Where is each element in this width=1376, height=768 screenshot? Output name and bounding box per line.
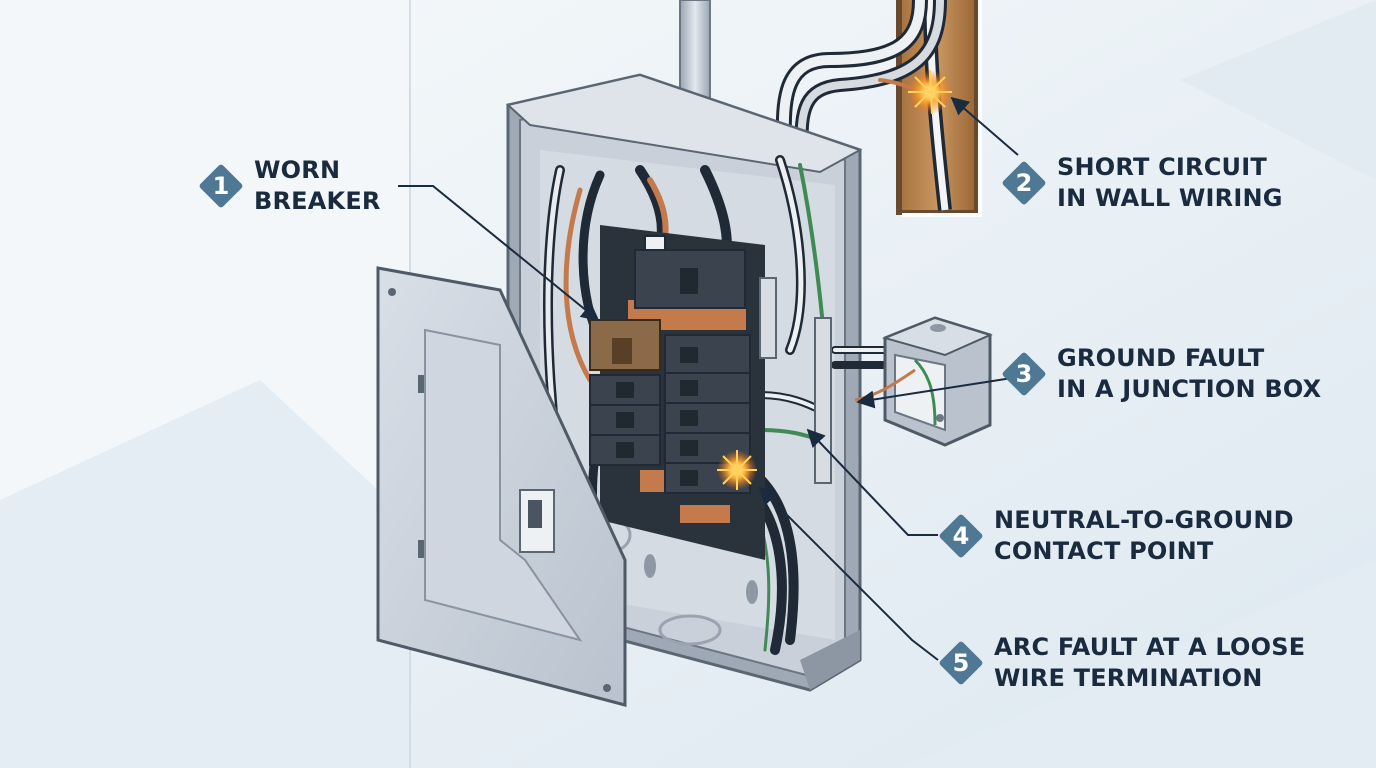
number-badge: 1 — [198, 163, 244, 209]
callout-label-line: IN WALL WIRING — [1057, 184, 1283, 212]
callout-label: ARC FAULT AT A LOOSE WIRE TERMINATION — [994, 632, 1305, 694]
callout-neutral-ground: 4 NEUTRAL-TO-GROUND CONTACT POINT — [938, 505, 1294, 567]
callout-short-circuit: 2 SHORT CIRCUIT IN WALL WIRING — [1001, 152, 1283, 214]
number-badge: 2 — [1001, 160, 1047, 206]
left-breaker-stack — [589, 319, 661, 466]
number-badge: 4 — [938, 513, 984, 559]
number-badge: 5 — [938, 640, 984, 686]
callout-number: 5 — [952, 649, 970, 677]
callout-label: GROUND FAULT IN A JUNCTION BOX — [1057, 343, 1321, 405]
callout-label-line: SHORT CIRCUIT — [1057, 153, 1267, 181]
callout-number: 4 — [952, 522, 970, 550]
callout-worn-breaker: 1 WORN BREAKER — [198, 155, 381, 217]
arc-spark — [717, 450, 757, 490]
callout-label-line: WORN — [254, 156, 341, 184]
leader-line-1 — [398, 185, 600, 322]
wall-spark — [908, 69, 952, 115]
callout-label-line: NEUTRAL-TO-GROUND — [994, 506, 1294, 534]
leader-line-4 — [806, 428, 938, 536]
leader-line-2 — [950, 96, 1019, 156]
background-facet — [0, 380, 410, 768]
callout-label-line: IN A JUNCTION BOX — [1057, 375, 1322, 403]
callout-label-line: GROUND FAULT — [1057, 344, 1265, 372]
background-facet — [900, 560, 1376, 768]
number-badge: 3 — [1001, 351, 1047, 397]
callout-label: WORN BREAKER — [254, 155, 381, 217]
callout-label: SHORT CIRCUIT IN WALL WIRING — [1057, 152, 1283, 214]
callout-ground-fault: 3 GROUND FAULT IN A JUNCTION BOX — [1001, 343, 1321, 405]
callout-label-line: WIRE TERMINATION — [994, 664, 1263, 692]
leader-lines — [398, 96, 1019, 661]
callout-number: 1 — [212, 172, 230, 200]
callout-label-line: ARC FAULT AT A LOOSE — [994, 633, 1306, 661]
panel-door — [376, 266, 627, 707]
callout-number: 3 — [1015, 360, 1033, 388]
wall-cables — [775, 0, 947, 158]
callout-arc-fault: 5 ARC FAULT AT A LOOSE WIRE TERMINATION — [938, 632, 1305, 694]
callout-label: NEUTRAL-TO-GROUND CONTACT POINT — [994, 505, 1294, 567]
callout-number: 2 — [1015, 169, 1033, 197]
background-facet — [1180, 0, 1376, 180]
callout-label-line: BREAKER — [254, 187, 381, 215]
leader-line-3 — [856, 377, 1013, 409]
leader-line-5 — [758, 486, 939, 661]
callout-label-line: CONTACT POINT — [994, 537, 1214, 565]
